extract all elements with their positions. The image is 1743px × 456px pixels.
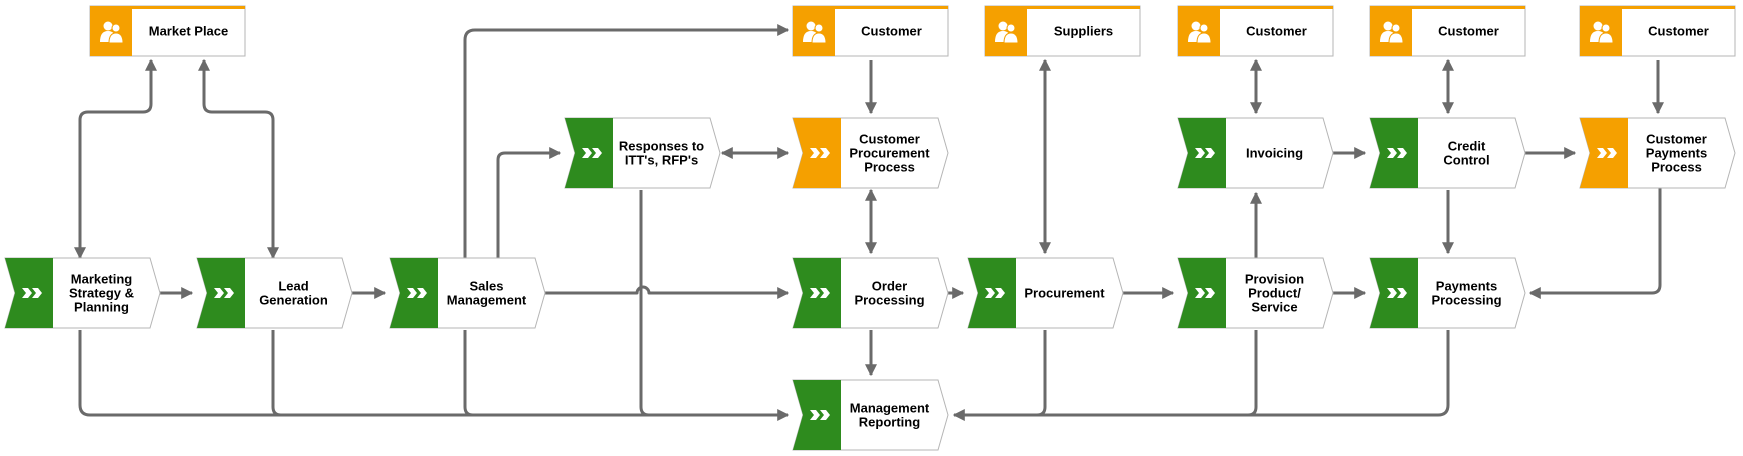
process-label: Processing [1431, 293, 1501, 308]
chevron-process-icon [214, 288, 234, 298]
process-label: Procurement [1024, 286, 1105, 301]
people-icon [100, 21, 124, 44]
process-label: Customer [859, 132, 920, 147]
people-icon [1590, 21, 1614, 44]
process-label: Sales [470, 279, 504, 294]
connector-lead-to-management [271, 330, 282, 417]
entity-label: Suppliers [1054, 24, 1113, 39]
connector-marketing-marketplace [74, 58, 157, 260]
connector-lead-marketplace [198, 58, 279, 260]
chevron-process-icon [985, 288, 1005, 298]
entity-label: Market Place [149, 24, 229, 39]
process-label: Provision [1245, 272, 1304, 287]
connector-sales-customer-top [463, 24, 790, 258]
chevron-process-icon [810, 148, 830, 158]
process-label: Service [1251, 300, 1297, 315]
process-label: Order [872, 279, 907, 294]
chevron-process-icon [810, 410, 830, 420]
entity-label: Customer [861, 24, 922, 39]
people-icon [803, 21, 827, 44]
entity-customer-top[interactable]: Customer [792, 5, 949, 57]
process-label: Processing [854, 293, 924, 308]
process-label: ITT's, RFP's [625, 153, 698, 168]
process-label: Process [864, 160, 915, 175]
process-label: Marketing [71, 272, 132, 287]
entity-customer-payments[interactable]: Customer [1579, 5, 1736, 57]
process-label: Management [850, 401, 930, 416]
process-label: Lead [278, 279, 308, 294]
chevron-process-icon [22, 288, 42, 298]
connector-left-feeds-to-management [78, 330, 790, 421]
connector-provision-to-management [1247, 330, 1258, 417]
entity-label: Customer [1246, 24, 1307, 39]
process-label: Invoicing [1246, 146, 1303, 161]
entity-customer-invoicing[interactable]: Customer [1177, 5, 1334, 57]
process-label: Strategy & [69, 286, 134, 301]
process-label: Product/ [1248, 286, 1301, 301]
chevron-process-icon [1387, 288, 1407, 298]
chevron-process-icon [1387, 148, 1407, 158]
process-label: Payments [1646, 146, 1707, 161]
people-icon [1380, 21, 1404, 44]
process-label: Reporting [859, 415, 920, 430]
connector-sales-responses [496, 147, 562, 258]
connector-procurement-to-management [1036, 330, 1047, 417]
connector-right-feeds-to-management [952, 330, 1450, 421]
process-label: Responses to [619, 139, 704, 154]
connector-sales-to-management [463, 330, 474, 417]
entity-label: Customer [1648, 24, 1709, 39]
process-label: Control [1443, 153, 1489, 168]
process-label: Payments [1436, 279, 1497, 294]
chevron-process-icon [1195, 148, 1215, 158]
chevron-process-icon [582, 148, 602, 158]
process-label: Planning [74, 300, 129, 315]
chevron-process-icon [1195, 288, 1215, 298]
connectors [74, 24, 1664, 421]
process-label: Generation [259, 293, 328, 308]
entity-label: Customer [1438, 24, 1499, 39]
people-icon [995, 21, 1019, 44]
connector-responses-to-management [639, 190, 650, 417]
entity-suppliers[interactable]: Suppliers [984, 5, 1141, 57]
entity-market-place[interactable]: Market Place [89, 5, 246, 57]
process-label: Credit [1448, 139, 1486, 154]
connector-sales-to-order [545, 285, 790, 299]
process-procurement[interactable]: Procurement [967, 257, 1124, 329]
people-icon [1188, 21, 1212, 44]
process-label: Management [447, 293, 527, 308]
chevron-process-icon [1597, 148, 1617, 158]
entity-customer-credit[interactable]: Customer [1369, 5, 1526, 57]
process-label: Process [1651, 160, 1702, 175]
chevron-process-icon [407, 288, 427, 298]
chevron-process-icon [810, 288, 830, 298]
connector-customer-payments-to-payments [1528, 188, 1662, 299]
process-label: Procurement [849, 146, 930, 161]
process-invoicing[interactable]: Invoicing [1177, 117, 1334, 189]
process-label: Customer [1646, 132, 1707, 147]
